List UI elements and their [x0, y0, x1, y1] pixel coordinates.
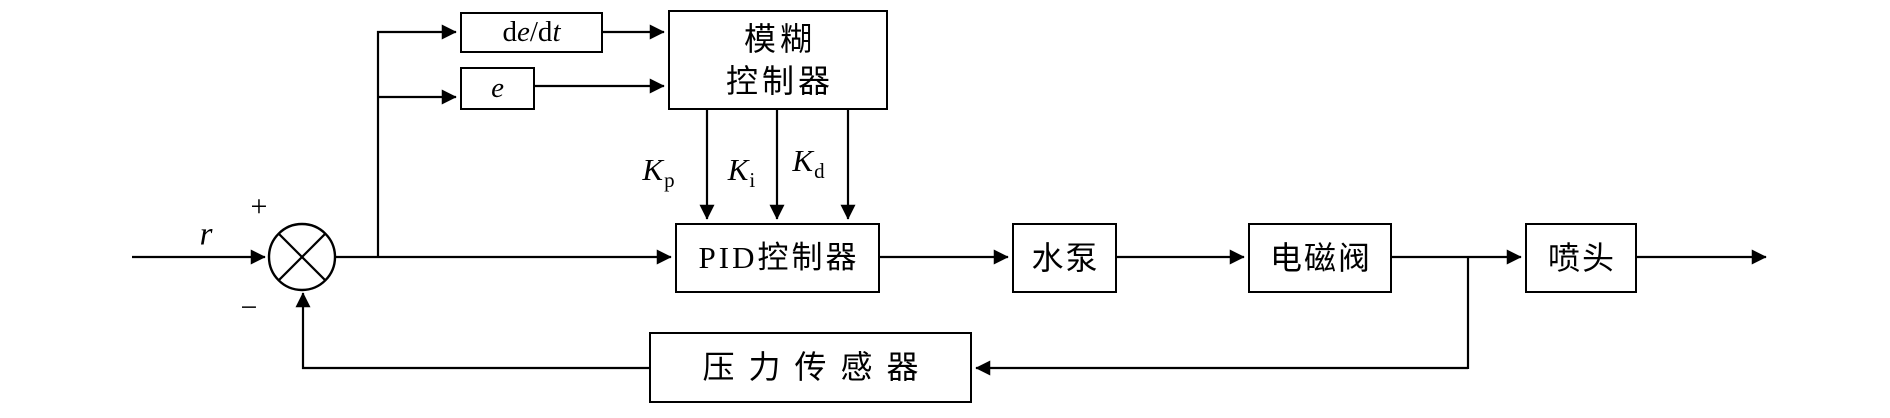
block-fuzzy-controller: 模糊 控制器 — [668, 10, 888, 110]
kp-subscript: p — [664, 168, 675, 192]
derivative-label-e: e — [517, 16, 530, 49]
block-solenoid-valve: 电磁阀 — [1248, 223, 1392, 293]
fuzzy-controller-line1: 模糊 — [743, 20, 816, 57]
block-sprinkler-head: 喷头 — [1525, 223, 1637, 293]
ki-subscript: i — [749, 168, 756, 192]
label-kd: Kd — [792, 143, 824, 183]
water-pump-label: 水泵 — [1031, 239, 1100, 276]
label-minus-sign: − — [240, 291, 258, 324]
solenoid-valve-label: 电磁阀 — [1269, 239, 1372, 276]
kd-subscript: d — [814, 159, 825, 183]
pid-controller-label: PID控制器 — [698, 239, 860, 275]
derivative-label-d2: /d — [529, 16, 553, 49]
block-error: e — [460, 67, 535, 110]
label-kp: Kp — [642, 152, 674, 192]
block-water-pump: 水泵 — [1012, 223, 1117, 293]
ki-base: K — [727, 152, 749, 187]
label-reference-input: r — [199, 216, 213, 253]
fuzzy-controller-line2: 控制器 — [725, 63, 834, 99]
block-pid-controller: PID控制器 — [675, 223, 880, 293]
block-pressure-sensor: 压力传感器 — [649, 332, 972, 403]
summing-junction — [267, 222, 337, 292]
kp-base: K — [642, 152, 664, 187]
kd-base: K — [792, 143, 814, 178]
derivative-label-d1: d — [502, 16, 518, 49]
sprinkler-head-label: 喷头 — [1547, 239, 1616, 276]
label-plus-sign: + — [250, 190, 268, 223]
label-ki: Ki — [727, 152, 756, 192]
error-label: e — [491, 72, 504, 105]
derivative-label-t: t — [552, 16, 561, 49]
pressure-sensor-label: 压力传感器 — [702, 349, 933, 386]
